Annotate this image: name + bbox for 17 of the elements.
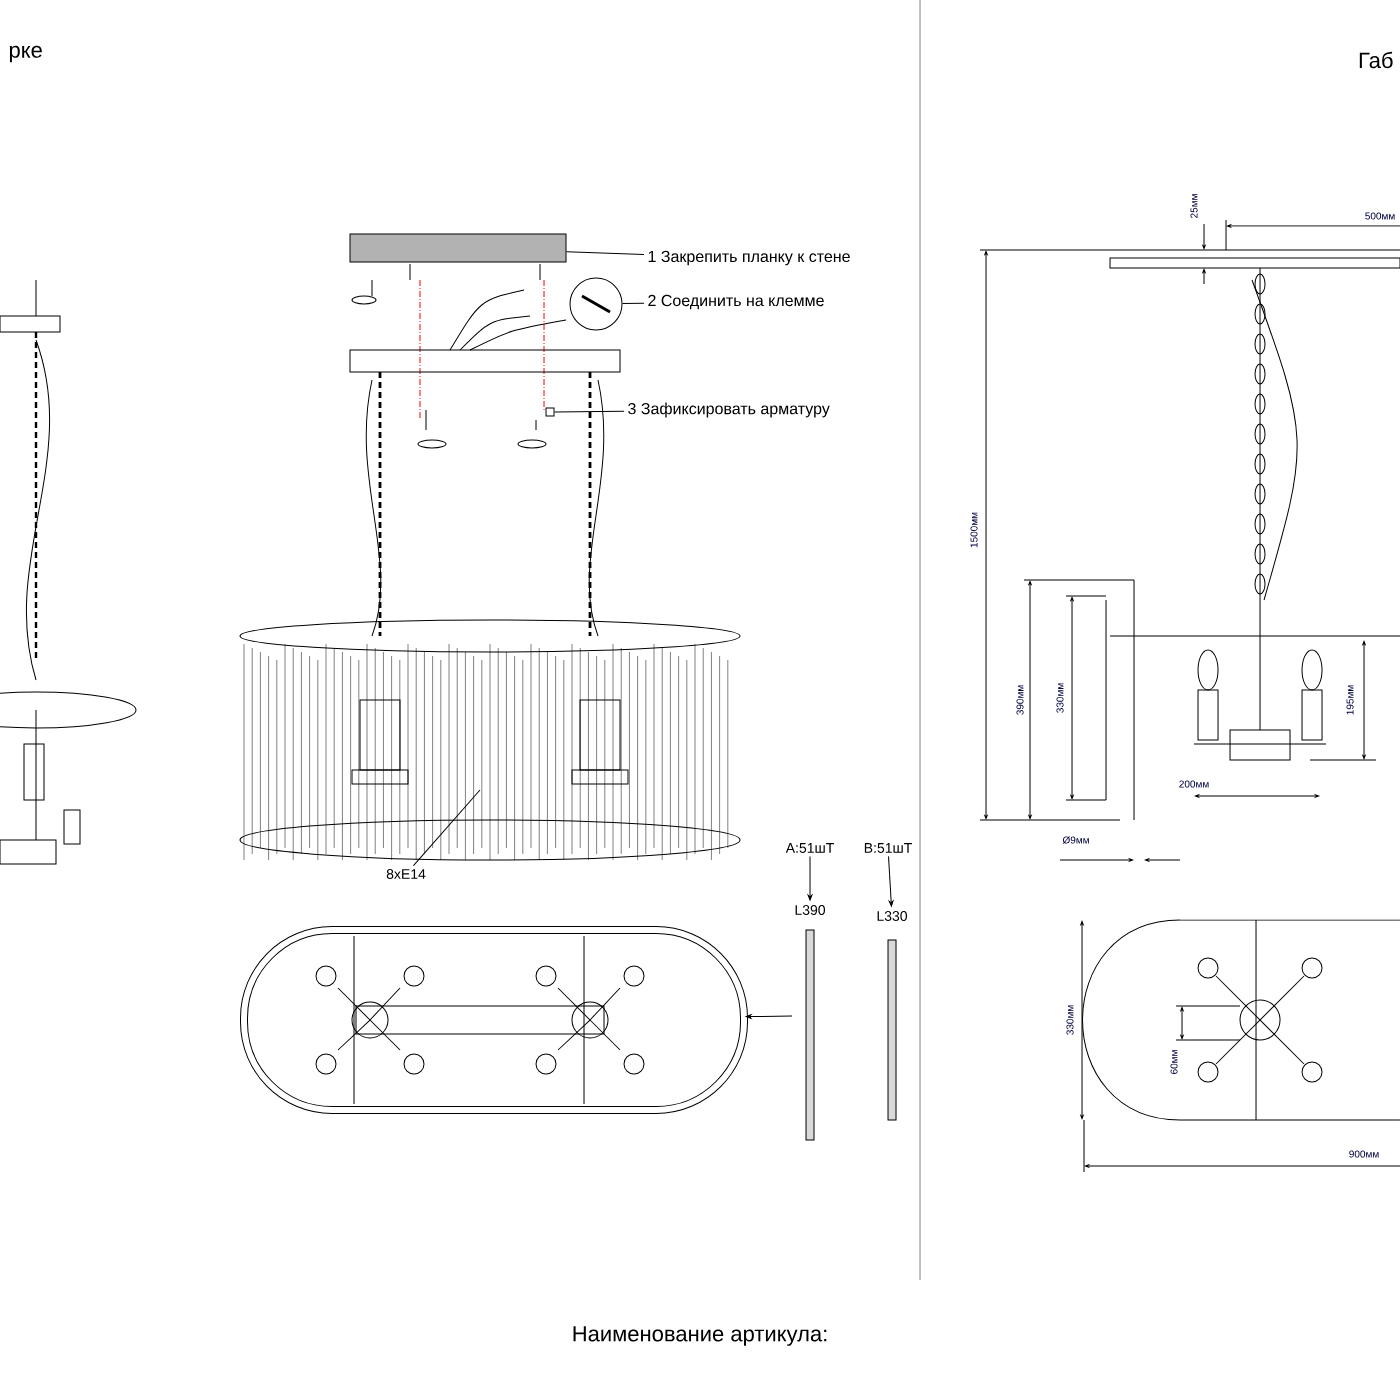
callout-text: 1 Закрепить планку к стене (648, 250, 850, 266)
arrow (888, 855, 894, 907)
leader-line (622, 302, 645, 305)
arrow (807, 855, 813, 901)
callout-text: 2 Соединить на клемме (648, 294, 824, 310)
arrow (745, 1014, 793, 1019)
title: Габ (1359, 51, 1393, 69)
title: рке (9, 45, 42, 63)
top-view-outline (240, 926, 748, 1114)
leader-line (566, 251, 645, 255)
leader-line (412, 789, 481, 867)
ceiling-plate (349, 233, 567, 263)
callout-text: 3 Зафиксировать арматуру (628, 402, 830, 418)
screw-part (545, 407, 555, 417)
caption: Наименование артикула: (573, 1326, 827, 1346)
terminal-circle (569, 277, 623, 331)
leader-line (554, 410, 625, 413)
